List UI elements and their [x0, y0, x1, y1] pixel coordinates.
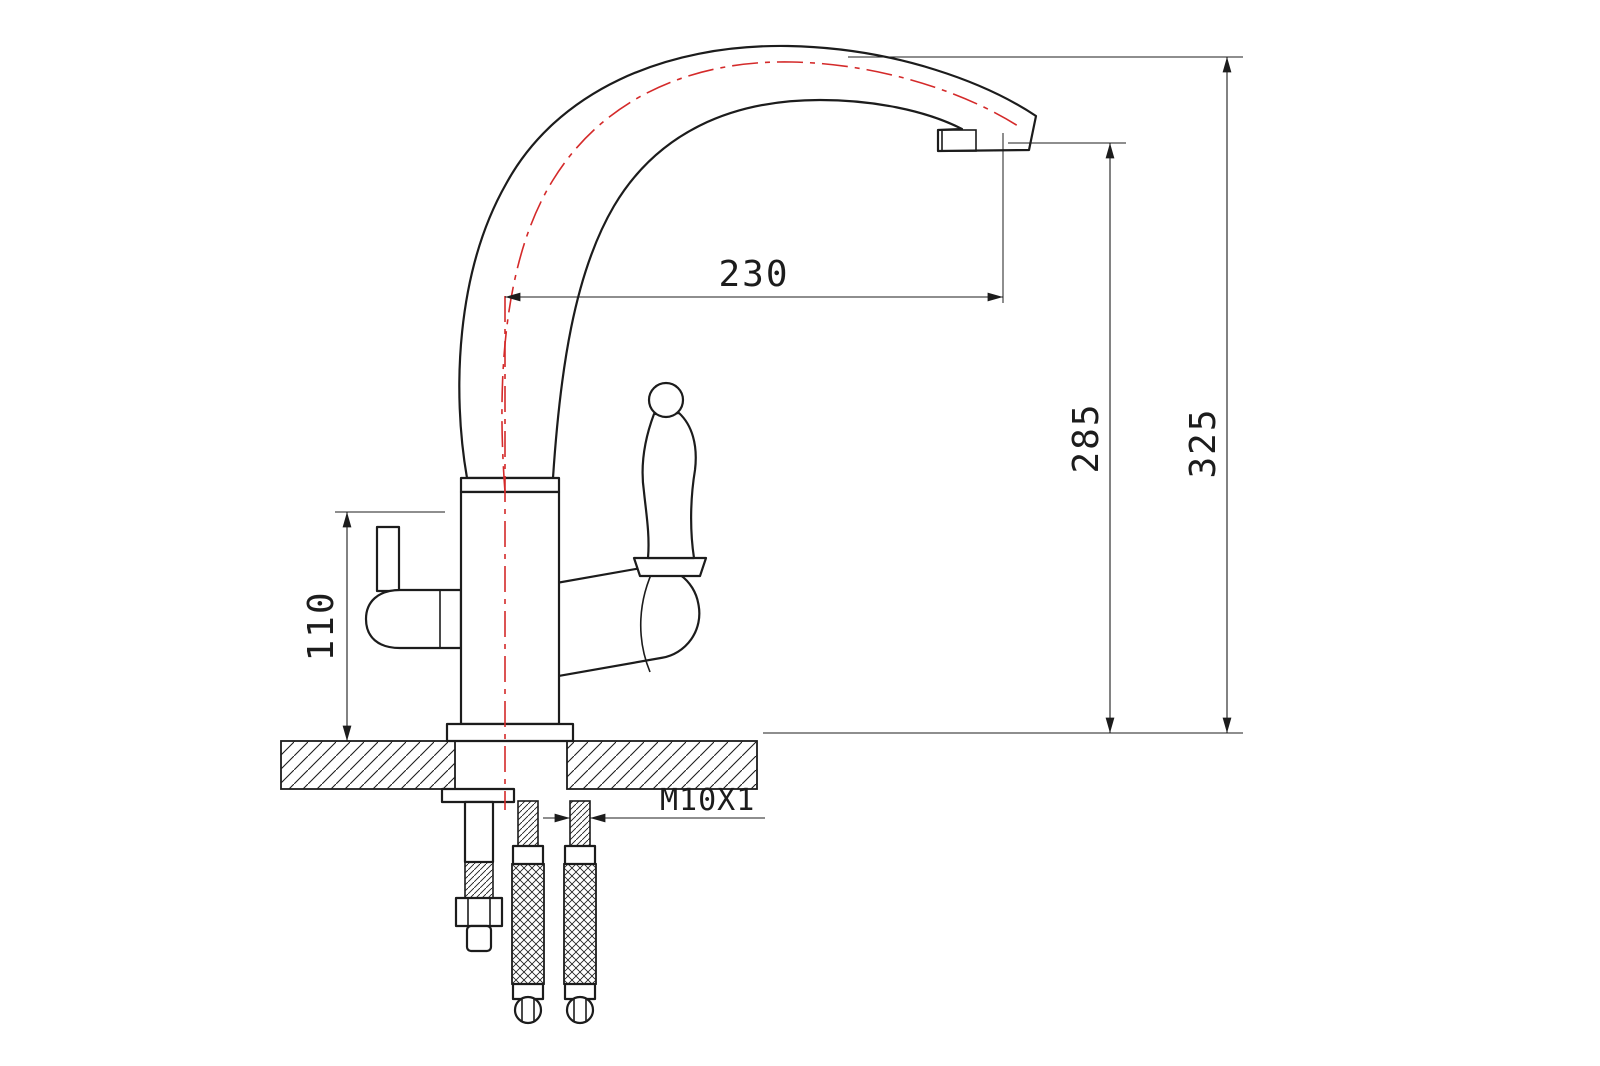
handle-base-collar — [632, 556, 708, 578]
spout-aerator — [941, 129, 977, 152]
mounting-stud-shaft — [463, 800, 495, 864]
mounting-hardware — [440, 787, 516, 953]
hose-collar — [563, 844, 597, 866]
hose-braided-section — [563, 863, 597, 985]
dimension-height-to-spout: 285 — [1008, 142, 1126, 733]
body-collar — [459, 476, 561, 494]
filter-lever-housing — [364, 588, 463, 650]
mounting-stud-thread — [464, 861, 494, 901]
faucet-body — [459, 490, 561, 726]
dimension-label-285: 285 — [1066, 402, 1107, 473]
dimension-spout-reach: 230 — [505, 133, 1004, 303]
countertop — [280, 740, 758, 790]
filter-lever — [364, 525, 463, 650]
countertop-left-slab — [280, 740, 456, 790]
supply-hose-left — [511, 800, 545, 1025]
dimension-label-325: 325 — [1183, 407, 1224, 478]
hose-braided-section — [511, 863, 545, 985]
supply-hose-right — [563, 800, 597, 1025]
dimension-body-height: 110 — [301, 511, 445, 741]
hose-end-nut — [513, 995, 543, 1025]
dimension-label-110: 110 — [301, 590, 342, 661]
spout-arc — [458, 44, 1038, 480]
handle-grip — [641, 411, 697, 560]
dimension-total-height: 325 — [763, 56, 1243, 734]
thread-spec-label: M10X1 — [660, 783, 755, 818]
thread-callout: M10X1 — [543, 783, 765, 823]
filter-lever-stick — [375, 525, 401, 593]
hose-nipple — [569, 800, 591, 847]
spout-centerline — [501, 61, 1019, 493]
faucet — [364, 44, 1038, 743]
hose-end-nut — [565, 995, 595, 1025]
dimension-label-230: 230 — [718, 254, 789, 295]
mounting-washer — [440, 787, 516, 804]
hose-nipple — [517, 800, 539, 847]
handle-ball-top — [647, 381, 685, 419]
mounting-nut — [454, 896, 504, 928]
mounting-stud-tip — [465, 924, 493, 953]
centerlines — [501, 61, 1019, 810]
main-handle — [632, 381, 708, 578]
base-flange — [445, 722, 575, 743]
countertop-right-slab — [566, 740, 758, 790]
hose-collar — [511, 844, 545, 866]
